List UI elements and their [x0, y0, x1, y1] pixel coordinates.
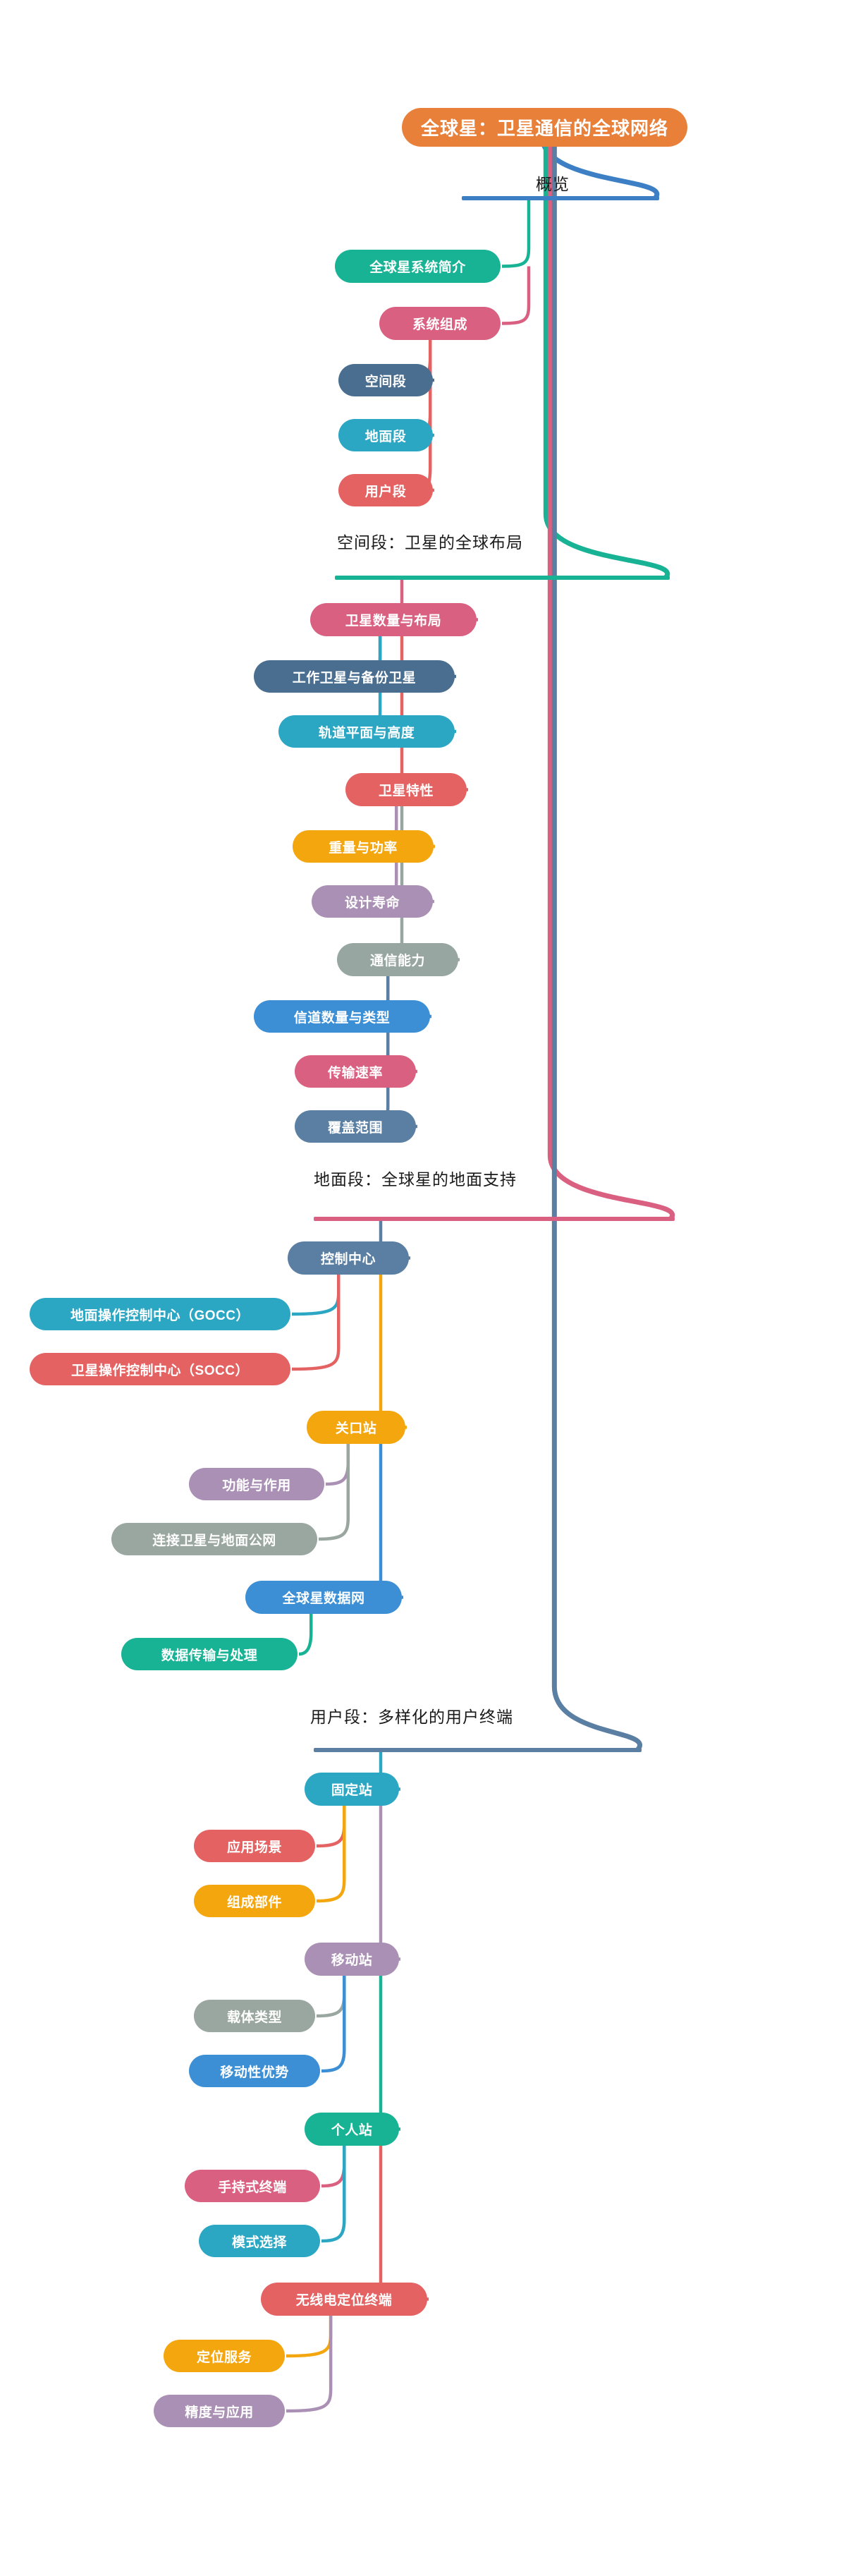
mindmap-node[interactable]: 传输速率 — [295, 1055, 416, 1088]
mindmap-node[interactable]: 空间段 — [338, 364, 433, 396]
mindmap-node[interactable]: 全球星系统简介 — [335, 250, 501, 283]
mindmap-node[interactable]: 关口站 — [307, 1411, 405, 1444]
mindmap-node[interactable]: 控制中心 — [288, 1241, 409, 1275]
mindmap-title[interactable]: 全球星：卫星通信的全球网络 — [402, 108, 687, 147]
mindmap-node[interactable]: 无线电定位终端 — [261, 2283, 427, 2316]
connector — [501, 266, 531, 325]
connector — [379, 1959, 401, 2131]
connector — [321, 1976, 346, 2073]
section-heading-space-segment: 空间段：卫星的全球布局 — [337, 533, 523, 552]
mindmap-node[interactable]: 卫星数量与布局 — [310, 603, 477, 636]
section-heading-user-segment: 用户段：多样化的用户终端 — [310, 1708, 513, 1726]
connector — [286, 2316, 333, 2358]
mindmap-node[interactable]: 重量与功率 — [293, 830, 434, 863]
mindmap-node[interactable]: 固定站 — [305, 1773, 399, 1806]
mindmap-node[interactable]: 模式选择 — [199, 2225, 320, 2257]
mindmap-node[interactable]: 全球星数据网 — [245, 1581, 402, 1614]
mindmap-node[interactable]: 卫星操作控制中心（SOCC） — [30, 1353, 290, 1385]
mindmap-node[interactable]: 通信能力 — [337, 943, 458, 976]
section-rule-ground-segment — [314, 1217, 675, 1221]
connector — [291, 1275, 341, 1371]
mindmap-node[interactable]: 定位服务 — [164, 2340, 285, 2372]
mindmap-node[interactable]: 覆盖范围 — [295, 1110, 416, 1143]
connector — [379, 1789, 401, 1961]
section-rule-space-segment — [335, 576, 670, 580]
connector — [427, 340, 435, 492]
mindmap-node[interactable]: 系统组成 — [379, 307, 501, 340]
mindmap-node[interactable]: 地面段 — [338, 419, 433, 451]
mindmap-node[interactable]: 卫星特性 — [345, 773, 467, 806]
connector — [316, 1806, 346, 1903]
connector — [501, 200, 531, 268]
section-rule-user-segment — [314, 1748, 642, 1752]
connector — [551, 147, 642, 1752]
mindmap-node[interactable]: 组成部件 — [194, 1885, 315, 1917]
mindmap-node[interactable]: 功能与作用 — [189, 1468, 324, 1500]
connector — [543, 147, 670, 580]
mindmap-node[interactable]: 精度与应用 — [154, 2395, 285, 2427]
mindmap-node[interactable]: 地面操作控制中心（GOCC） — [30, 1298, 290, 1330]
mindmap-node[interactable]: 连接卫星与地面公网 — [111, 1523, 317, 1555]
mindmap-node[interactable]: 应用场景 — [194, 1830, 315, 1862]
connector — [316, 1976, 346, 2018]
connector — [379, 1258, 407, 1429]
section-rule-overview — [462, 196, 659, 200]
connector — [291, 1275, 341, 1316]
connector — [298, 1614, 313, 1656]
connector — [325, 1444, 350, 1486]
section-heading-overview: 概览 — [536, 175, 570, 193]
mindmap-node[interactable]: 轨道平面与高度 — [278, 715, 455, 748]
connector — [318, 1444, 350, 1541]
connector — [400, 619, 469, 791]
connector — [286, 2316, 333, 2413]
mindmap-node[interactable]: 工作卫星与备份卫星 — [254, 660, 455, 693]
connector — [379, 2129, 429, 2301]
connector — [400, 789, 460, 961]
connector — [386, 976, 418, 1129]
mindmap-node[interactable]: 移动站 — [305, 1943, 399, 1976]
mindmap-node[interactable]: 手持式终端 — [185, 2170, 320, 2202]
connector — [379, 1427, 404, 1599]
mindmap-node[interactable]: 信道数量与类型 — [254, 1000, 430, 1033]
connector — [321, 2146, 346, 2243]
connector — [321, 2146, 346, 2188]
mindmap-node[interactable]: 设计寿命 — [312, 885, 433, 918]
connector — [316, 1806, 346, 1848]
mindmap-node[interactable]: 个人站 — [305, 2113, 399, 2146]
section-heading-ground-segment: 地面段：全球星的地面支持 — [314, 1170, 517, 1189]
mindmap-node[interactable]: 用户段 — [338, 474, 433, 506]
mindmap-node[interactable]: 载体类型 — [194, 2000, 315, 2032]
mindmap-node[interactable]: 移动性优势 — [189, 2055, 320, 2087]
connector — [547, 147, 675, 1221]
mindmap-node[interactable]: 数据传输与处理 — [121, 1638, 298, 1670]
